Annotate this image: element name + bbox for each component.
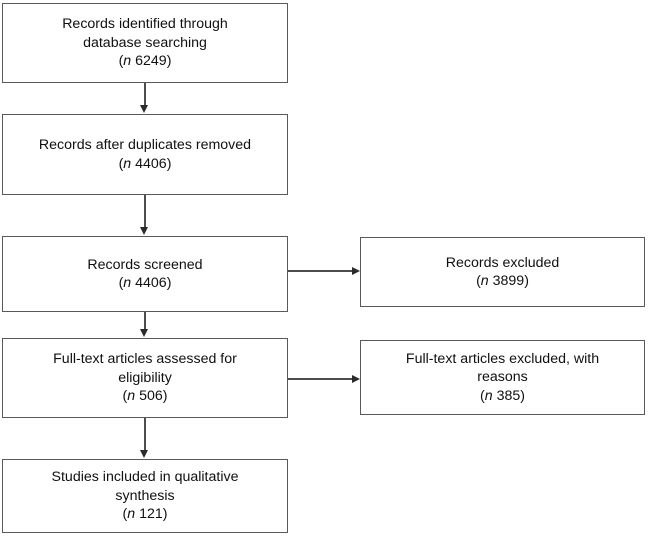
box-records-excluded-line1: Records excluded [445,254,560,271]
connector-duplicates-to-screened [144,195,146,228]
paren-open: ( [118,275,124,291]
connector-screened-to-records-excluded [288,270,352,272]
arrow-right-icon [352,374,360,383]
n-symbol: n [127,388,136,405]
n-symbol: n [123,155,132,172]
paren-open: ( [122,388,128,405]
box-records-excluded: Records excluded (n 3899) [360,237,645,307]
n-symbol: n [480,273,489,289]
box-fulltext-excluded-count: (n 385) [480,387,525,405]
box-fulltext-assessed-count: (n 506) [123,387,168,405]
connector-identified-to-duplicates [144,83,146,106]
paren-close: ) [166,53,172,70]
paren-open: ( [480,387,485,404]
box-records-identified-line1: Records identified through [62,16,228,33]
arrow-right-icon [352,266,360,275]
box-studies-included-line2: synthesis [115,487,175,504]
box-records-screened: Records screened (n 4406) [2,236,288,312]
connector-screened-to-fulltext [144,312,146,330]
arrow-down-icon [140,450,149,458]
paren-close: ) [162,506,168,523]
box-records-screened-count: (n 4406) [119,274,172,292]
count-value: 385 [492,387,521,404]
paren-close: ) [166,275,172,291]
box-records-after-duplicates-line1: Records after duplicates removed [38,137,252,154]
count-value: 506 [135,388,163,405]
n-symbol: n [123,53,132,70]
n-symbol: n [484,387,493,404]
box-records-screened-line1: Records screened [87,256,203,273]
box-records-excluded-count: (n 3899) [476,272,529,290]
n-symbol: n [123,275,132,291]
connector-fulltext-to-fulltext-excluded [288,378,352,380]
box-fulltext-assessed: Full-text articles assessed for eligibil… [2,338,288,418]
box-records-after-duplicates: Records after duplicates removed (n 4406… [2,114,288,195]
count-value: 4406 [131,155,167,172]
box-records-identified-line2: database searching [83,34,207,51]
box-fulltext-assessed-line2: eligibility [118,369,172,386]
count-value: 3899 [488,273,525,289]
arrow-down-icon [140,227,149,235]
count-value: 121 [135,506,163,523]
box-studies-included-count: (n 121) [123,505,168,523]
count-value: 4406 [131,275,167,291]
box-records-identified-count: (n 6249) [119,52,172,70]
arrow-down-icon [140,329,149,337]
box-fulltext-excluded: Full-text articles excluded, with reason… [360,340,645,415]
box-fulltext-excluded-line1: Full-text articles excluded, with [405,350,600,367]
box-studies-included-line1: Studies included in qualitative [51,469,239,486]
paren-open: ( [476,273,481,289]
connector-fulltext-to-included [144,418,146,451]
paren-close: ) [162,388,168,405]
box-fulltext-excluded-line2: reasons [477,369,528,386]
box-records-identified: Records identified through database sear… [2,3,288,83]
paren-close: ) [166,155,172,172]
paren-close: ) [520,387,525,404]
n-symbol: n [127,506,136,523]
box-records-after-duplicates-count: (n 4406) [119,155,172,173]
count-value: 6249 [131,53,167,70]
paren-close: ) [524,273,529,289]
box-fulltext-assessed-line1: Full-text articles assessed for [53,351,237,368]
arrow-down-icon [140,105,149,113]
paren-open: ( [118,155,124,172]
paren-open: ( [122,506,128,523]
box-studies-included: Studies included in qualitative synthesi… [2,459,288,533]
paren-open: ( [118,53,124,70]
